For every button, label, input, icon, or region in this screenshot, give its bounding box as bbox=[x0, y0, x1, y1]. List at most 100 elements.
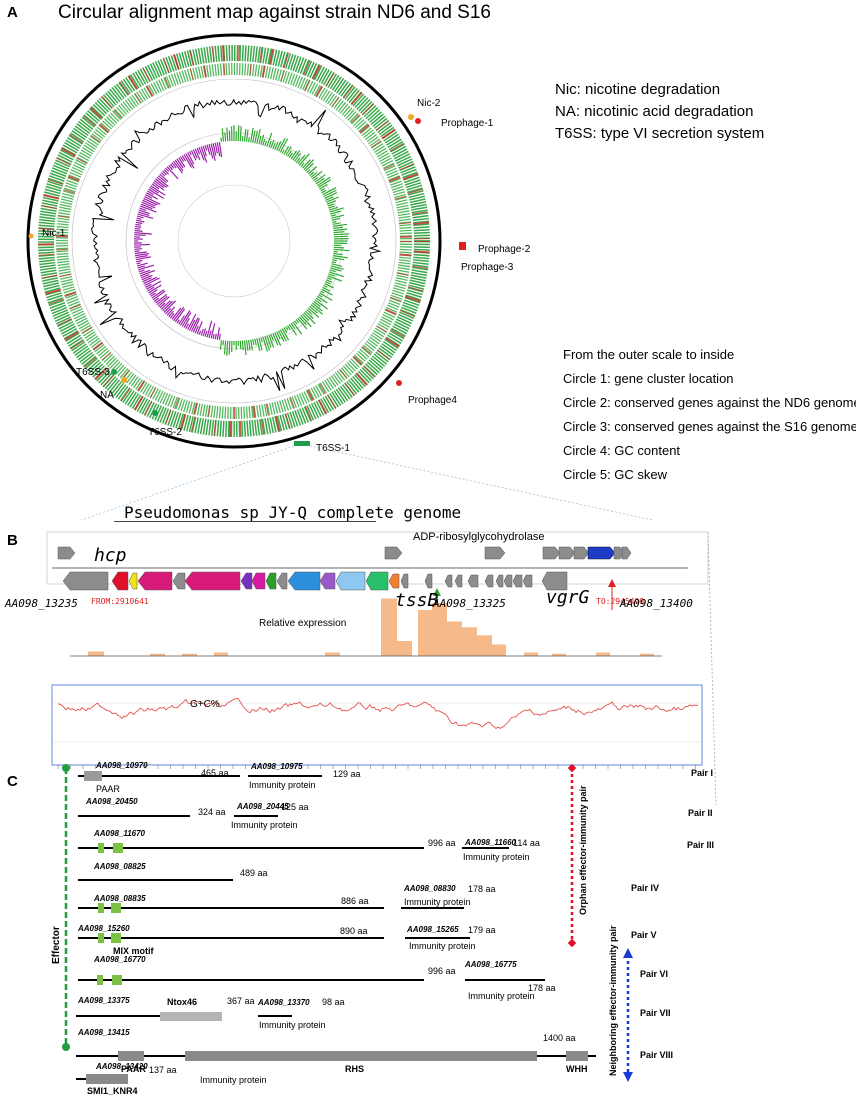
expression-bar bbox=[492, 644, 506, 656]
genome-title-underline bbox=[114, 521, 376, 522]
gc-skew-tick bbox=[135, 253, 149, 257]
gc-skew-tick bbox=[168, 310, 174, 318]
gc-skew-tick bbox=[138, 264, 155, 271]
gc-skew-tick bbox=[200, 146, 208, 163]
gc-skew-tick bbox=[315, 297, 322, 303]
gc-skew-tick bbox=[328, 205, 335, 209]
gc-skew-tick bbox=[323, 284, 328, 288]
gc-skew-tick bbox=[312, 170, 323, 180]
gc-skew-tick bbox=[254, 338, 257, 346]
immunity-aa-3: 114 aa bbox=[513, 838, 540, 848]
gc-skew-tick bbox=[141, 274, 153, 281]
gc-skew-tick bbox=[226, 127, 229, 142]
gc-skew-tick bbox=[136, 219, 145, 223]
immunity-aa-1: 129 aa bbox=[333, 769, 361, 779]
immunity-id-1: AA098_10975 bbox=[251, 762, 303, 771]
immunity-id-2: AA098_20445 bbox=[237, 802, 289, 811]
relative-expression-bars bbox=[88, 598, 654, 656]
expression-bar bbox=[418, 610, 432, 656]
immunity-label-7: Immunity protein bbox=[468, 991, 535, 1001]
gc-skew-tick bbox=[332, 223, 348, 227]
immunity-label-3: Immunity protein bbox=[463, 852, 530, 862]
gc-skew-tick bbox=[208, 143, 214, 159]
gc-skew-tick bbox=[220, 137, 223, 142]
gc-skew-tick bbox=[194, 148, 201, 161]
gc-skew-tick bbox=[256, 128, 261, 144]
gc-skew-tick bbox=[331, 263, 343, 267]
gc-skew-tick bbox=[190, 317, 199, 332]
gc-skew-tick bbox=[150, 185, 166, 196]
gc-skew-tick bbox=[330, 210, 342, 215]
label-t6ss3: T6SS-3 bbox=[76, 367, 110, 378]
gc-skew-tick bbox=[330, 214, 337, 217]
gc-skew-tick bbox=[135, 255, 148, 259]
ring-conserved-s16 bbox=[56, 63, 412, 419]
gc-skew-tick bbox=[135, 256, 152, 261]
gc-skew-tick bbox=[145, 194, 153, 199]
gc-skew-tick bbox=[327, 275, 342, 282]
gc-skew-tick bbox=[292, 321, 303, 335]
gc-skew-tick bbox=[307, 166, 318, 175]
gc-skew-tick bbox=[332, 220, 337, 223]
gc-skew-tick bbox=[303, 311, 316, 325]
gc-skew-tick bbox=[297, 317, 308, 330]
neighbor-pair-label: Neighboring effector-immunity pair bbox=[608, 925, 618, 1076]
circle-legend: From the outer scale to inside Circle 1:… bbox=[563, 343, 856, 487]
gc-skew-tick bbox=[281, 149, 285, 154]
label-to-coord: TO:2945499 bbox=[596, 597, 645, 606]
gc-skew-tick bbox=[272, 142, 276, 150]
label-mid-id: AA098_13325 bbox=[433, 597, 506, 610]
expression-bar bbox=[524, 652, 538, 656]
gc-skew-tick bbox=[202, 328, 207, 337]
gc-skew-tick bbox=[270, 140, 275, 149]
gc-skew-tick bbox=[327, 203, 335, 207]
gc-skew-tick bbox=[181, 155, 187, 162]
pair-2: Pair II bbox=[688, 808, 713, 818]
gc-skew-tick bbox=[266, 335, 272, 348]
expression-bar bbox=[88, 651, 104, 656]
gc-skew-tick bbox=[192, 318, 201, 333]
panel-a-letter: A bbox=[7, 4, 18, 21]
circular-genome-map bbox=[26, 33, 655, 520]
gc-skew-tick bbox=[179, 156, 185, 162]
gc-skew-tick bbox=[323, 189, 337, 198]
gc-skew-tick bbox=[224, 132, 227, 142]
domain-whh: WHH bbox=[566, 1064, 588, 1074]
domain-mix-motif: MIX motif bbox=[113, 946, 154, 956]
gc-skew-tick bbox=[304, 162, 314, 172]
gc-skew-tick bbox=[187, 313, 197, 330]
gc-skew-tick bbox=[138, 211, 150, 216]
marker-prophage4 bbox=[396, 380, 402, 386]
gc-skew-tick bbox=[266, 132, 273, 147]
gc-skew-tick bbox=[325, 196, 339, 203]
gc-skew-tick bbox=[169, 163, 175, 169]
gc-skew-tick bbox=[181, 312, 192, 327]
label-t6ss2: T6SS-2 bbox=[148, 427, 182, 438]
effector-aa-8: 367 aa bbox=[227, 996, 255, 1006]
gc-skew-tick bbox=[285, 326, 289, 331]
gc-skew-tick bbox=[277, 137, 286, 152]
effector-aa-6: 890 aa bbox=[340, 926, 368, 936]
marker-t6ss3 bbox=[111, 369, 117, 375]
gc-skew-tick bbox=[146, 280, 162, 290]
gc-skew-tick bbox=[332, 255, 348, 259]
gc-skew-tick bbox=[243, 129, 247, 142]
gc-skew-tick bbox=[138, 269, 145, 273]
gc-skew-tick bbox=[264, 335, 271, 351]
label-tssb: tssB bbox=[395, 590, 439, 611]
expression-bar bbox=[477, 635, 492, 656]
gc-skew-tick bbox=[333, 228, 348, 232]
gene-cluster-panel bbox=[46, 531, 717, 805]
gc-skew-tick bbox=[258, 337, 263, 351]
effector-id-4: AA098_08825 bbox=[94, 862, 146, 871]
effector-id-9: AA098_13415 bbox=[78, 1028, 130, 1037]
gc-skew-tick bbox=[312, 302, 323, 312]
gc-skew-tick bbox=[136, 217, 142, 220]
gc-skew-tick bbox=[330, 265, 344, 270]
effector-id-6: AA098_15260 bbox=[78, 924, 130, 933]
gc-skew-tick bbox=[290, 150, 298, 160]
gc-skew-tick bbox=[328, 206, 338, 211]
gc-skew-tick bbox=[148, 188, 165, 199]
gc-skew-tick bbox=[326, 277, 332, 281]
immunity-label-6: Immunity protein bbox=[409, 941, 476, 951]
